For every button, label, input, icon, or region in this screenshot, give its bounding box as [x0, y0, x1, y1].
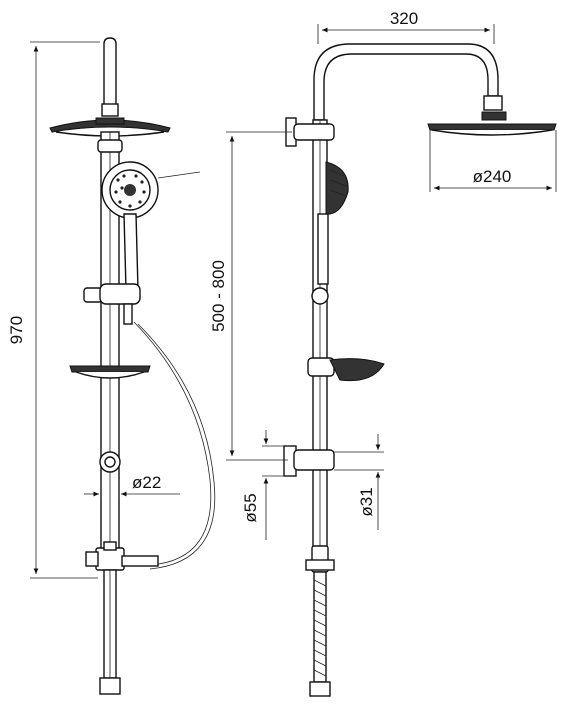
bracket-inner-label: ø31: [357, 487, 376, 516]
arm-width-label: 320: [390, 9, 418, 28]
head-diameter-label: ø240: [473, 167, 512, 186]
adjust-range-label: 500 - 800: [209, 260, 228, 332]
dimension-pipe-diameter: ø22: [84, 473, 180, 500]
hand-shower-side: [311, 161, 349, 305]
dimension-bracket-outer: ø55: [241, 430, 290, 540]
rain-shower-head-side: [427, 111, 557, 136]
soap-tray-front: [69, 365, 151, 379]
dimension-overall-height: 970: [7, 41, 100, 579]
dimension-bracket-inner: ø31: [334, 434, 384, 530]
soap-tray-side: [307, 357, 385, 382]
front-view: [49, 37, 216, 695]
hand-shower-front: [101, 161, 201, 291]
side-view: [283, 43, 557, 697]
overall-height-label: 970: [7, 316, 26, 344]
dimension-arm-width: 320: [317, 9, 495, 44]
diverter-valve-front: [85, 541, 159, 571]
pipe-diameter-label: ø22: [132, 473, 161, 492]
dimension-head-diameter: ø240: [429, 130, 557, 192]
dimension-adjust-range: 500 - 800: [209, 131, 292, 461]
bracket-outer-label: ø55: [241, 493, 260, 522]
